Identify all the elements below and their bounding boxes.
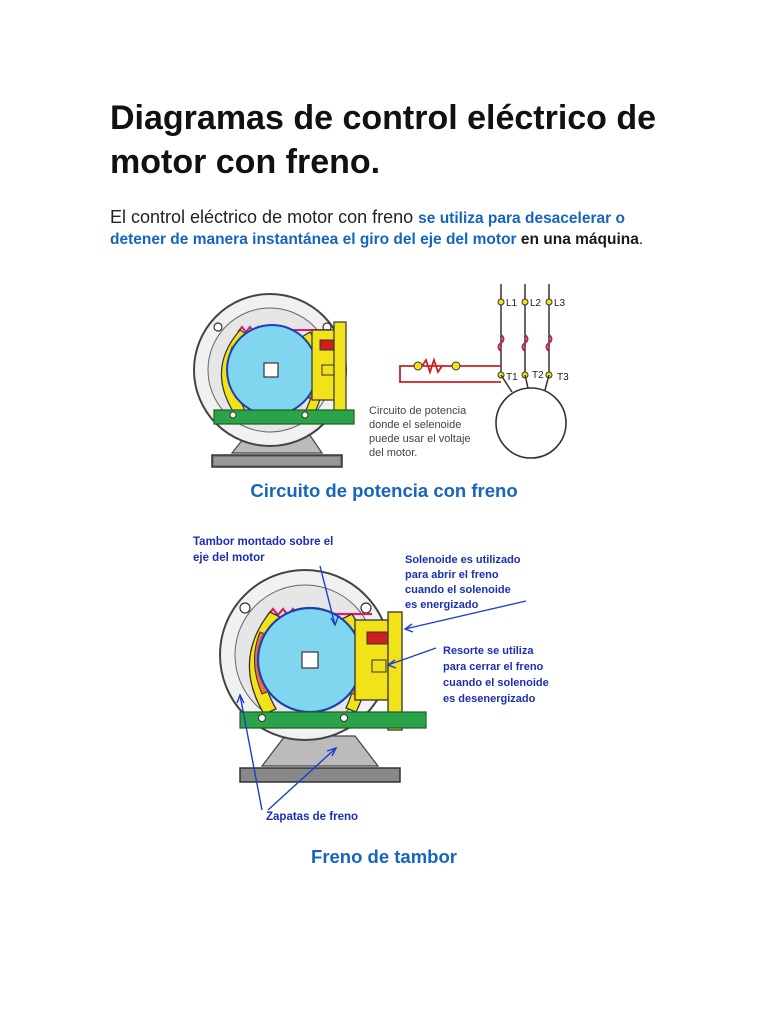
- brake-drawing-1: [193, 293, 355, 468]
- spring-label: Resorte se utiliza para cerrar el freno …: [443, 645, 549, 705]
- power-circuit-note: Circuito de potencia donde el selenoide …: [369, 405, 471, 459]
- solenoid-label-line-2: para abrir el freno: [405, 569, 499, 581]
- note-line-2: donde el selenoide: [369, 419, 461, 431]
- spring-label-line-3: cuando el solenoide: [443, 677, 549, 689]
- note-line-4: del motor.: [369, 447, 417, 459]
- solenoid-label-line-1: Solenoide es utilizado: [405, 554, 521, 566]
- caption-power-circuit: Circuito de potencia con freno: [250, 480, 518, 501]
- power-schematic: L1 L2 L3 T1 T2 T3: [399, 284, 569, 459]
- solenoid-label-line-3: cuando el solenoide: [405, 584, 511, 596]
- caption-drum-brake: Freno de tambor: [311, 846, 457, 867]
- solenoid-label-line-4: es energizado: [405, 599, 479, 611]
- terminal-t3-label: T3: [557, 372, 569, 383]
- spring-label-line-4: es desenergizado: [443, 693, 536, 705]
- intro-plain-text: El control eléctrico de motor con freno: [110, 207, 419, 227]
- solenoid-label: Solenoide es utilizado para abrir el fre…: [405, 554, 521, 611]
- drum-label: Tambor montado sobre el eje del motor: [193, 536, 333, 564]
- intro-link-text[interactable]: se utiliza para desacelerar o detener de…: [110, 210, 625, 248]
- drum-label-line-2: eje del motor: [193, 552, 265, 564]
- terminal-t2-label: T2: [532, 370, 544, 381]
- intro-paragraph: El control eléctrico de motor con freno …: [110, 207, 670, 250]
- terminal-l3-label: L3: [554, 298, 566, 309]
- terminal-l2-label: L2: [530, 298, 542, 309]
- page-title: Diagramas de control eléctrico de motor …: [110, 99, 657, 181]
- intro-bold-text: en una máquina: [516, 231, 639, 248]
- note-line-1: Circuito de potencia: [369, 405, 467, 417]
- intro-end-text: .: [638, 231, 644, 248]
- note-line-3: puede usar el voltaje: [369, 433, 471, 445]
- drum-label-line-1: Tambor montado sobre el: [193, 536, 333, 548]
- annotation-arrows: [236, 565, 527, 811]
- spring-label-line-2: para cerrar el freno: [443, 661, 544, 673]
- shoes-label: Zapatas de freno: [266, 811, 358, 823]
- terminal-t1-label: T1: [506, 372, 518, 383]
- brake-drawing-2: [219, 569, 427, 783]
- terminal-l1-label: L1: [506, 298, 518, 309]
- spring-label-line-1: Resorte se utiliza: [443, 645, 534, 657]
